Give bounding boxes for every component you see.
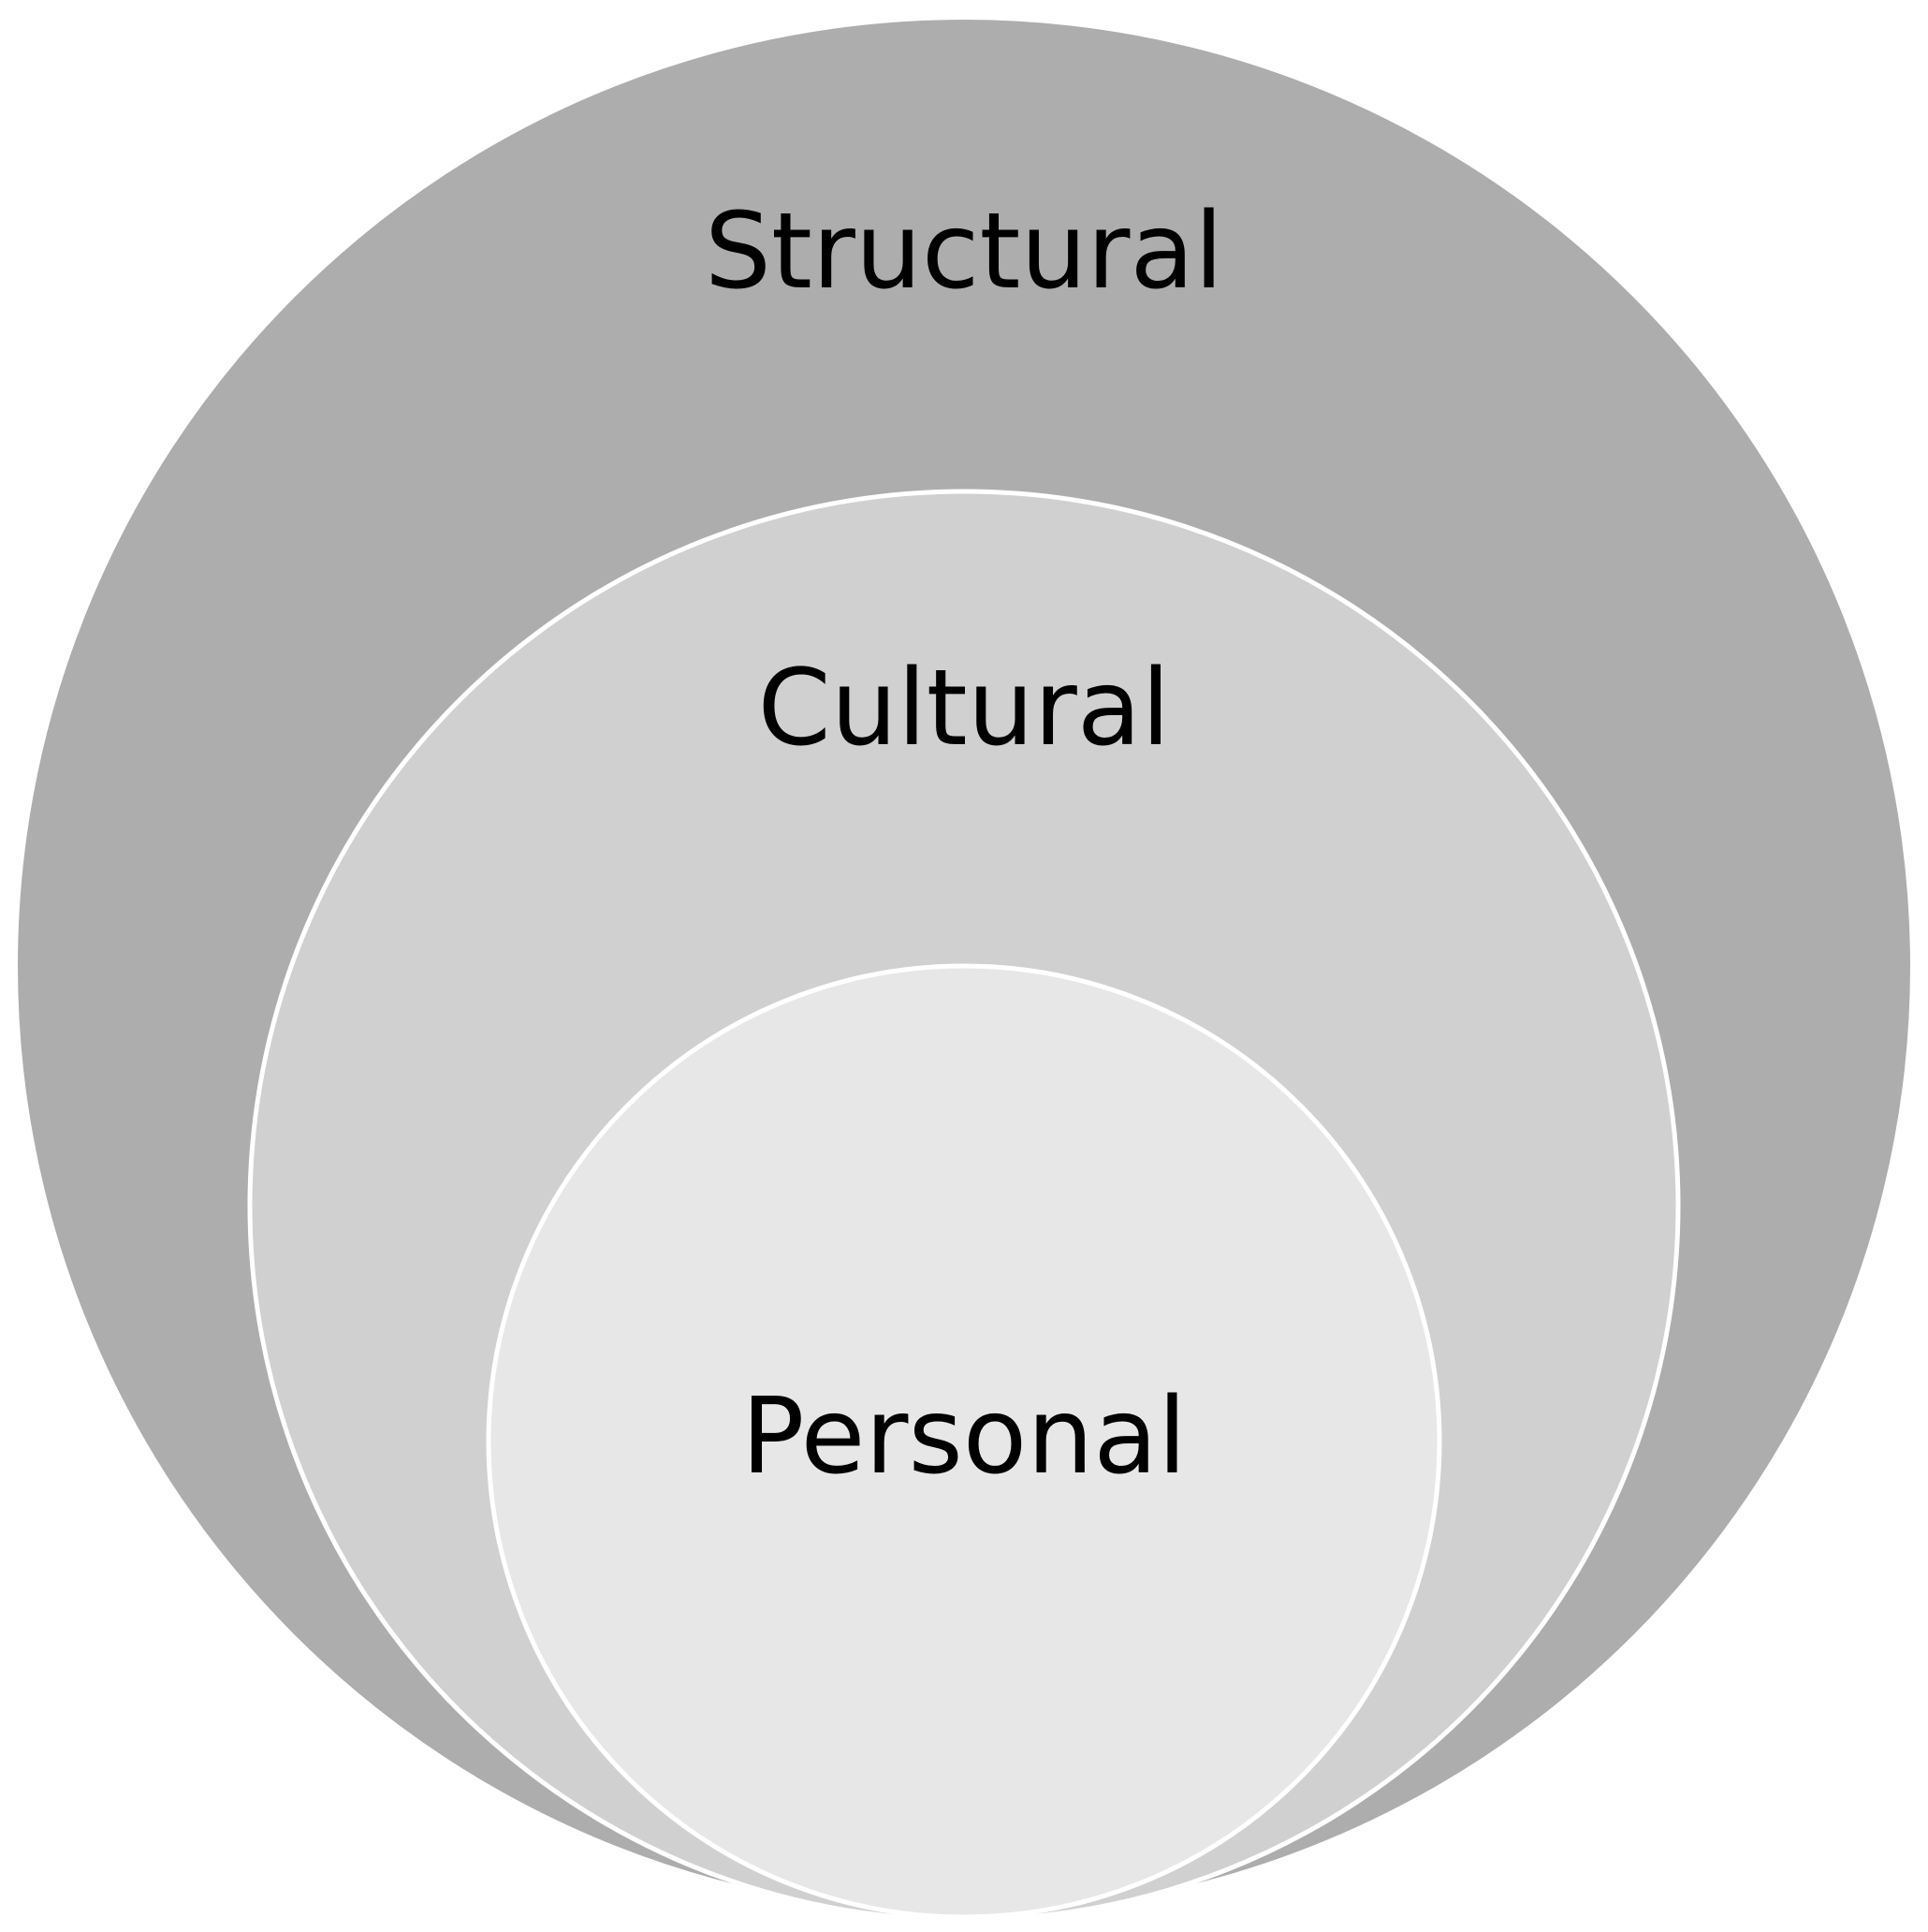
- cultural-label: Cultural: [758, 648, 1171, 769]
- structural-label: Structural: [705, 191, 1223, 313]
- personal-circle: [486, 963, 1442, 1920]
- personal-label: Personal: [741, 1376, 1187, 1498]
